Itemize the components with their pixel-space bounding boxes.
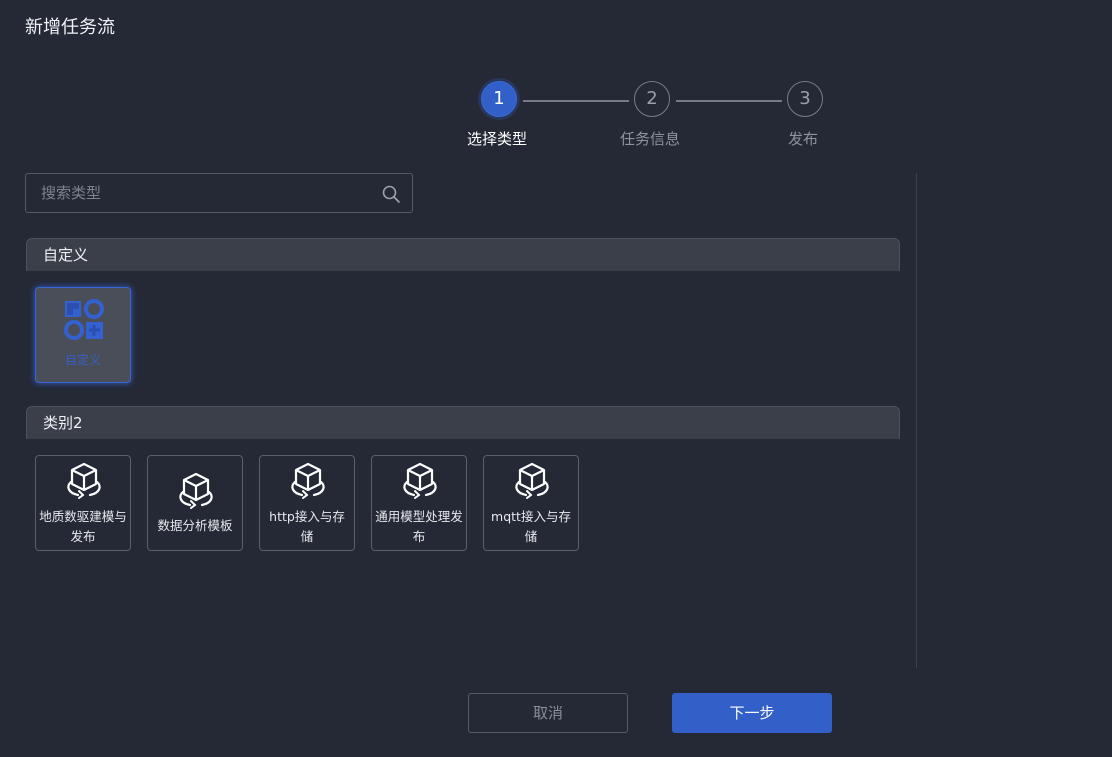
- type-tile-generic-model[interactable]: 通用模型处理发布: [371, 455, 467, 551]
- step-3-label: 发布: [787, 130, 818, 148]
- step-1-indicator: 1: [481, 81, 517, 117]
- custom-grid-icon: [64, 299, 104, 340]
- cube-icon: [179, 472, 213, 509]
- tile-label: 通用模型处理发布: [375, 509, 463, 544]
- search-input[interactable]: [26, 174, 366, 212]
- step-3-indicator: 3: [787, 81, 823, 117]
- section-header-custom: 自定义: [26, 238, 900, 271]
- type-tile-http-ingest[interactable]: http接入与存储: [259, 455, 355, 551]
- tile-label: 数据分析模板: [157, 518, 233, 533]
- stepper: 1 2 3 选择类型 任务信息 发布: [462, 81, 842, 151]
- tile-label: mqtt接入与存储: [491, 509, 571, 544]
- step-connector: [676, 100, 782, 102]
- type-tile-data-analysis[interactable]: 数据分析模板: [147, 455, 243, 551]
- cube-icon: [67, 462, 101, 499]
- tile-label: 地质数驱建模与发布: [39, 509, 127, 544]
- next-step-button[interactable]: 下一步: [672, 693, 832, 733]
- cube-icon: [403, 462, 437, 499]
- cube-icon: [291, 462, 325, 499]
- step-1-label: 选择类型: [466, 130, 527, 148]
- dialog-title: 新增任务流: [25, 17, 115, 38]
- type-tile-custom[interactable]: 自定义: [35, 287, 131, 383]
- cancel-button[interactable]: 取消: [468, 693, 628, 733]
- tile-label: 自定义: [64, 353, 101, 367]
- cube-icon: [515, 462, 549, 499]
- section-header-category2: 类别2: [26, 406, 900, 439]
- tile-label: http接入与存储: [269, 509, 345, 544]
- panel-divider: [916, 173, 917, 668]
- search-icon[interactable]: [381, 184, 401, 204]
- type-tile-mqtt-ingest[interactable]: mqtt接入与存储: [483, 455, 579, 551]
- search-box: [25, 173, 413, 213]
- step-2-label: 任务信息: [619, 130, 680, 148]
- type-tile-geology-modeling[interactable]: 地质数驱建模与发布: [35, 455, 131, 551]
- step-2-indicator: 2: [634, 81, 670, 117]
- step-connector: [523, 100, 629, 102]
